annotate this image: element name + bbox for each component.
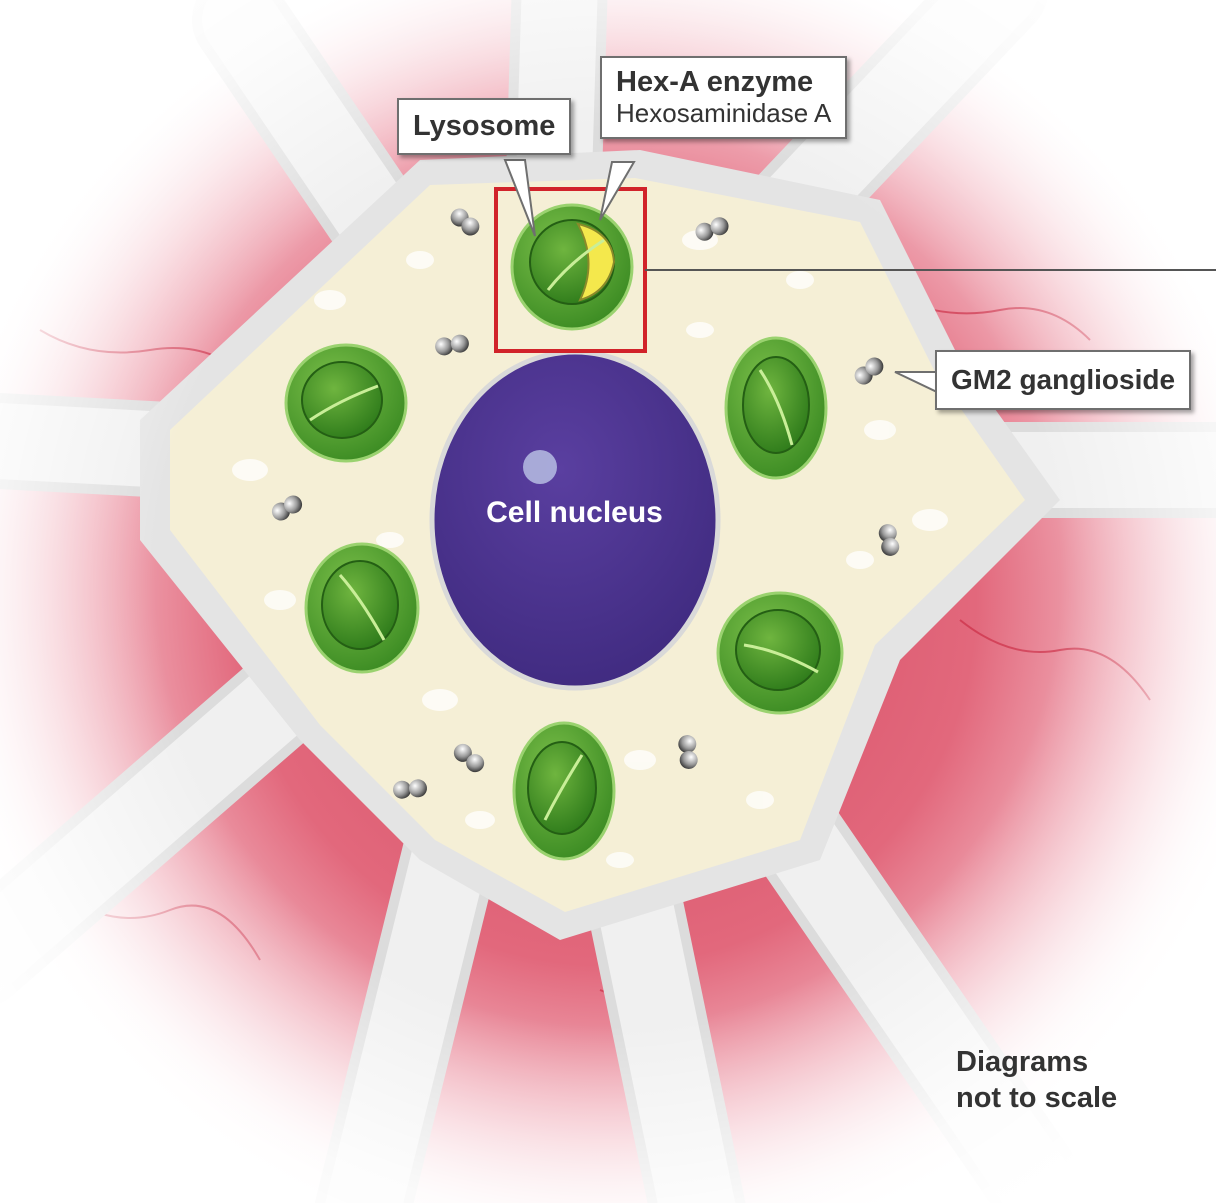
hex-a-enzyme-label: Hex-A enzyme bbox=[616, 66, 813, 98]
lysosome-callout: Lysosome bbox=[397, 98, 571, 155]
lysosome-label: Lysosome bbox=[413, 110, 555, 142]
cell-nucleus-label: Cell nucleus bbox=[462, 496, 687, 530]
footnote-line-2: not to scale bbox=[956, 1080, 1117, 1116]
hexosaminidase-a-label: Hexosaminidase A bbox=[616, 99, 831, 129]
hex-a-enzyme-callout: Hex-A enzyme Hexosaminidase A bbox=[600, 56, 847, 139]
gm2-ganglioside-callout: GM2 ganglioside bbox=[935, 350, 1191, 410]
footnote-line-1: Diagrams bbox=[956, 1044, 1117, 1080]
gm2-ganglioside-label: GM2 ganglioside bbox=[951, 364, 1175, 395]
scale-footnote: Diagrams not to scale bbox=[956, 1044, 1117, 1117]
